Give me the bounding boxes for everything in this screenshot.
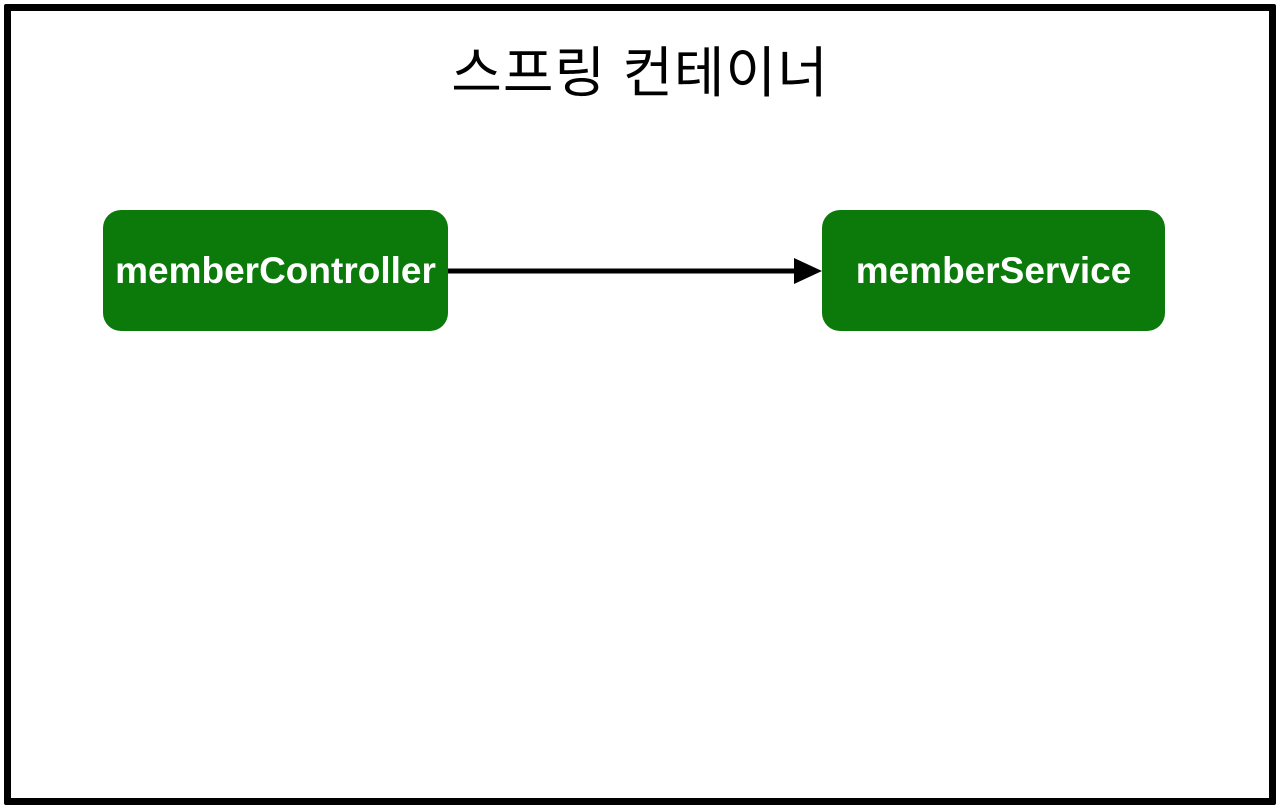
node-member-controller-label: memberController (115, 249, 436, 291)
dependency-arrow (448, 258, 822, 284)
arrow-head-icon (794, 258, 822, 284)
node-member-controller: memberController (103, 210, 448, 331)
node-member-service: memberService (822, 210, 1165, 331)
container-frame (4, 4, 1276, 805)
diagram-title: 스프링 컨테이너 (451, 42, 829, 104)
node-member-service-label: memberService (855, 249, 1132, 291)
